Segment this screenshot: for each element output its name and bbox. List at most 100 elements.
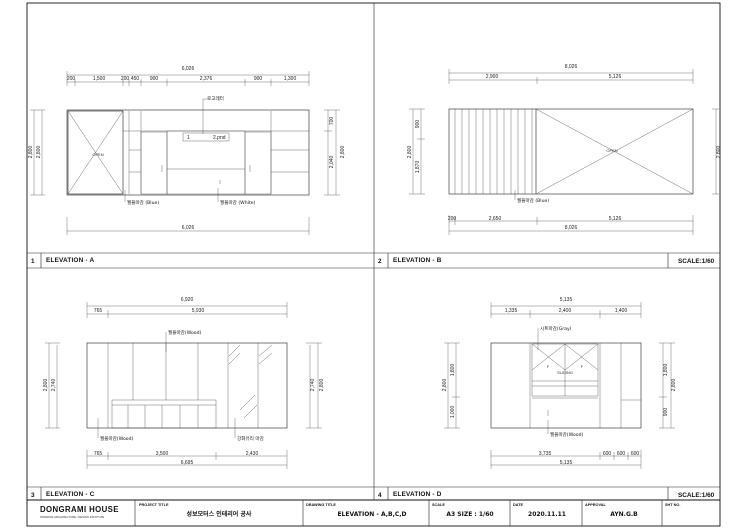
dim-d-seg: 1,400 (615, 308, 628, 314)
note-logo: 로고레터 (207, 95, 224, 102)
title-bar-a: 1 ELEVATION - A (27, 252, 374, 268)
elevation-d-number: 4 (378, 492, 382, 499)
elevation-b-number: 2 (378, 258, 382, 265)
elevation-d-scale: SCALE:1/60 (678, 492, 715, 499)
title-bar-c: 3 ELEVATION - C (27, 486, 374, 500)
dim-b-seg-bottom: 5,126 (609, 216, 622, 222)
dim-d-total-top: 5,135 (560, 297, 573, 303)
dim-d-seg: 1,335 (505, 308, 518, 314)
dim-c-total-bottom: 6,695 (181, 460, 194, 466)
dim-a-seg: 2,376 (200, 76, 213, 82)
title-block: DONGRAMI HOUSE INTERIOR ARCHITECTURE / D… (26, 499, 721, 527)
elevation-c-number: 3 (31, 492, 35, 499)
dim-a-right: 2,040 (329, 156, 335, 169)
elevation-b-title: ELEVATION - B (393, 257, 442, 264)
elevation-d-drawing: 5,135 1,335 2,400 1,400 F F SLIDING 시트마감… (442, 297, 677, 469)
dim-c-left: 2,800 (43, 379, 49, 392)
project-title-label: PROJECT TITLE (139, 503, 169, 507)
dim-c-right: 2,740 (310, 379, 316, 392)
dim-c-right: 2,800 (319, 379, 325, 392)
dim-d-seg-bottom: 600 (603, 451, 612, 457)
title-bar-d: 4 ELEVATION - D SCALE:1/60 (374, 486, 720, 500)
dim-b-total-bottom: 8,026 (565, 225, 578, 231)
window-mark-left: F (547, 364, 550, 369)
dim-c-left: 2,740 (51, 379, 57, 392)
note-a-white: 월플마감 (White) (220, 199, 256, 206)
elevation-a-title: ELEVATION - A (46, 257, 94, 264)
dim-b-total-top: 8,026 (565, 64, 578, 70)
title-bar-b: 2 ELEVATION - B SCALE:1/60 (374, 252, 720, 268)
scale-value: A3 SIZE : 1/60 (446, 511, 493, 518)
dim-c-seg: 5,930 (192, 308, 205, 314)
window-center-label: SLIDING (557, 370, 573, 375)
dim-c-seg: 765 (94, 308, 103, 314)
dim-a-seg: 200 (121, 76, 130, 82)
window-mark-right: F (581, 364, 584, 369)
approval-label: APPROVAL (585, 503, 606, 507)
dim-d-seg-bottom: 3,735 (539, 451, 552, 457)
note-d-gray: 시트마감(Gray) (540, 325, 572, 332)
note-d-wood: 월플마감(Wood) (550, 431, 584, 438)
dim-a-total-top: 6,026 (182, 66, 195, 72)
open-label-b: OPEN (606, 148, 617, 153)
dim-a-seg: 200 (67, 76, 76, 82)
note-c-wood-top: 월플마감(Wood) (168, 329, 202, 336)
panel-label-2: 2.pnd (213, 135, 226, 141)
brand-subtitle: INTERIOR ARCHITECTURE / DESIGN INSTITUTE (40, 515, 104, 519)
dim-a-left: 2,800 (28, 146, 34, 159)
dim-d-left: 1,000 (450, 406, 456, 419)
dim-c-seg-bottom: 2,430 (246, 451, 259, 457)
elevation-c-drawing: 6,920 765 5,930 월플마감(Wood) 월플마감(Wood) 강화… (43, 297, 325, 469)
dim-a-seg: 1,300 (284, 76, 297, 82)
dim-b-seg: 2,900 (486, 74, 499, 80)
dim-a-total-bottom: 6,026 (182, 225, 195, 231)
dim-b-seg-bottom: 2,650 (489, 216, 502, 222)
dim-b-seg-bottom: 200 (448, 216, 457, 222)
elevation-b-scale: SCALE:1/60 (678, 258, 715, 265)
dim-a-seg: 1,500 (93, 76, 106, 82)
elevation-a-drawing: 6,026 200 1,500 200 450 900 2,376 900 1,… (28, 66, 346, 235)
dim-a-seg: 900 (254, 76, 263, 82)
scale-label: SCALE (432, 503, 445, 507)
dim-d-right: 2,800 (671, 379, 677, 392)
dim-a-right: 700 (329, 117, 335, 126)
sheet-no-label: SHT NO. (665, 503, 680, 507)
approval-value: AYN.G.B (610, 511, 638, 518)
elevation-a-number: 1 (31, 258, 35, 265)
dim-c-total-top: 6,920 (181, 297, 194, 303)
dim-d-seg-bottom: 600 (617, 451, 626, 457)
date-value: 2020.11.11 (528, 511, 566, 518)
elevation-b-drawing: 8,026 2,900 5,126 OPEN 월플마감 (Blue) (407, 64, 722, 235)
panel-label-1: 1 (187, 135, 190, 141)
dim-d-total-bottom: 5,135 (560, 460, 573, 466)
dim-d-seg: 2,400 (559, 308, 572, 314)
dim-b-left: 900 (415, 120, 421, 129)
dim-a-right: 2,800 (340, 146, 346, 159)
dim-b-left: 1,870 (415, 161, 421, 174)
drawing-title-label: DRAWING TITLE (306, 503, 336, 507)
dim-b-left: 2,800 (407, 146, 413, 159)
dim-a-left: 2,800 (36, 146, 42, 159)
dim-d-right: 900 (663, 408, 669, 417)
dim-c-seg-bottom: 765 (94, 451, 103, 457)
dim-b-right: 2,800 (716, 146, 722, 159)
dim-a-seg: 900 (150, 76, 159, 82)
elevation-c-title: ELEVATION - C (46, 491, 95, 498)
elevation-d-title: ELEVATION - D (393, 491, 442, 498)
project-title: 성보모터스 인테리어 공사 (187, 510, 252, 518)
slat-panel (454, 109, 537, 194)
dim-d-right: 1,800 (663, 364, 669, 377)
drawing-title: ELEVATION - A,B,C,D (337, 511, 406, 518)
open-label-a: OPEN (92, 152, 103, 157)
dim-c-seg-bottom: 3,500 (156, 451, 169, 457)
note-c-wood-bottom: 월플마감(Wood) (100, 435, 134, 442)
note-c-glass: 강화유리 마감 (237, 435, 265, 442)
dim-d-seg-bottom: 600 (631, 451, 640, 457)
brand-name: DONGRAMI HOUSE (40, 505, 119, 514)
dim-d-left: 1,800 (450, 364, 456, 377)
note-a-blue: 월플마감 (Blue) (127, 199, 159, 206)
dim-d-left: 2,800 (442, 379, 448, 392)
date-label: DATE (513, 503, 524, 507)
glass-door (228, 344, 273, 419)
